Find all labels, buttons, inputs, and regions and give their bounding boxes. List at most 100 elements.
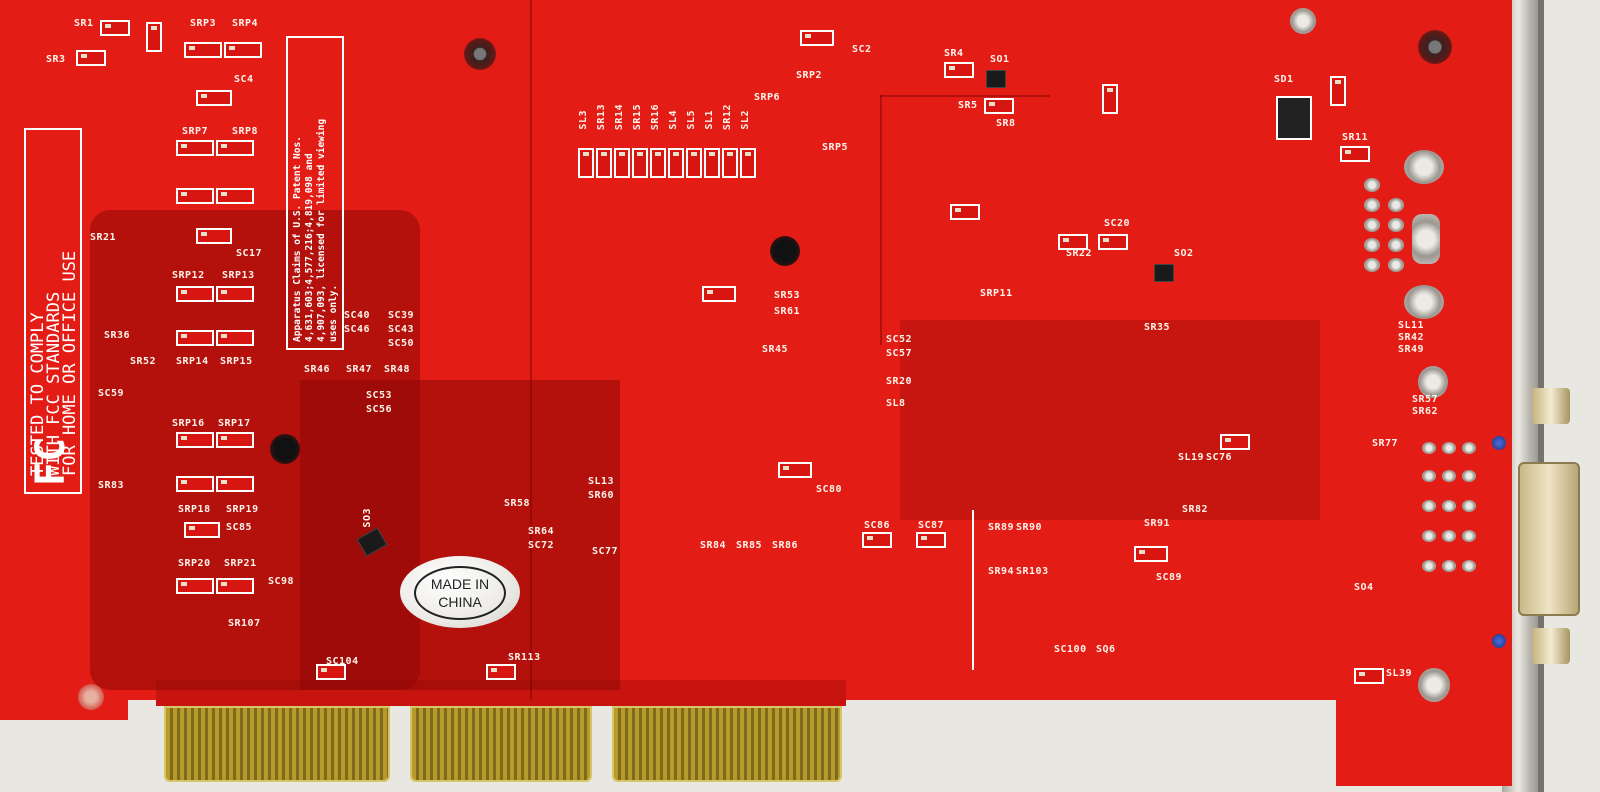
vga-pin xyxy=(1462,500,1476,512)
silk-label: SL39 xyxy=(1386,668,1413,679)
fcc-logo: FC xyxy=(28,437,74,486)
mounting-hole xyxy=(464,38,496,70)
silk-label: SC4 xyxy=(234,74,254,85)
silk-label: SC100 xyxy=(1054,644,1087,655)
silk-label: SRP11 xyxy=(980,288,1013,299)
silk-label: SR4 xyxy=(944,48,964,59)
component-pad-sr14 xyxy=(614,148,630,178)
patent-notice-box: Apparatus Claims of U.S. Patent Nos. 4,6… xyxy=(286,36,344,350)
header-pin xyxy=(1388,218,1404,232)
plated-hole xyxy=(1404,150,1444,184)
silk-label: SR62 xyxy=(1412,406,1439,417)
component-pad xyxy=(176,188,214,204)
silk-label: SR16 xyxy=(650,104,661,131)
silk-label: SR52 xyxy=(130,356,157,367)
silk-label: SRP5 xyxy=(822,142,849,153)
vga-pin xyxy=(1442,530,1456,542)
component-pad-srp15 xyxy=(216,330,254,346)
plated-hole xyxy=(1418,366,1448,398)
silk-label: SRP21 xyxy=(224,558,257,569)
silk-label: SC46 xyxy=(344,324,371,335)
silk-label: SR35 xyxy=(1144,322,1171,333)
header-pin xyxy=(1388,238,1404,252)
component-pad-sc4 xyxy=(196,90,232,106)
component-pad-srp17 xyxy=(216,432,254,448)
component-pad-sl5 xyxy=(686,148,702,178)
silk-label: SRP15 xyxy=(220,356,253,367)
component-pad xyxy=(146,22,162,52)
component-pad-srp2 xyxy=(800,30,834,46)
silk-label: SRP3 xyxy=(190,18,217,29)
silk-label: SC39 xyxy=(388,310,415,321)
header-pin xyxy=(1364,218,1380,232)
vga-pin xyxy=(1462,470,1476,482)
silk-label: SR1 xyxy=(74,18,94,29)
trace-line xyxy=(530,0,532,700)
vga-ground-pad xyxy=(1492,436,1506,450)
silk-label: SC53 xyxy=(366,390,393,401)
component-pad-sc114 xyxy=(316,664,346,680)
silk-label: SR58 xyxy=(504,498,531,509)
silk-label: SRP20 xyxy=(178,558,211,569)
component-pad-sl39 xyxy=(1354,668,1384,684)
silk-label: SO4 xyxy=(1354,582,1374,593)
component-pad-sc85 xyxy=(184,522,220,538)
silk-label: SRP2 xyxy=(796,70,823,81)
silkscreen-divider xyxy=(972,510,974,670)
silk-label: SR12 xyxy=(722,104,733,131)
silk-label: SC43 xyxy=(388,324,415,335)
silk-label: SC98 xyxy=(268,576,295,587)
silk-label: SR47 xyxy=(346,364,373,375)
silk-label: SR83 xyxy=(98,480,125,491)
silk-label: SRP14 xyxy=(176,356,209,367)
silk-label: SR85 xyxy=(736,540,763,551)
silk-label: SQ6 xyxy=(1096,644,1116,655)
silk-label: SO1 xyxy=(990,54,1010,65)
silk-label: SRP12 xyxy=(172,270,205,281)
header-pin xyxy=(1388,198,1404,212)
agp-edge-fingers-3 xyxy=(612,706,842,782)
silk-label: SR45 xyxy=(762,344,789,355)
silk-label: SL2 xyxy=(740,110,751,130)
vga-pin xyxy=(1462,560,1476,572)
silk-label: SC76 xyxy=(1206,452,1233,463)
silk-label: SD1 xyxy=(1274,74,1294,85)
silk-label: SL3 xyxy=(578,110,589,130)
silk-label: SRP8 xyxy=(232,126,259,137)
component-pad-sr16 xyxy=(650,148,666,178)
via-large xyxy=(770,236,800,266)
silk-label: SC87 xyxy=(918,520,945,531)
component-pad-srp4 xyxy=(224,42,262,58)
trace-line xyxy=(880,95,882,345)
vga-connector xyxy=(1518,462,1580,616)
silk-label: SR14 xyxy=(614,104,625,131)
sticker-line-1: MADE IN xyxy=(430,576,490,592)
vga-pin xyxy=(1462,530,1476,542)
silk-label: SO3 xyxy=(362,508,373,528)
silk-label: SR5 xyxy=(958,100,978,111)
silk-label: SC50 xyxy=(388,338,415,349)
trace-region-center xyxy=(300,380,620,690)
silk-label: SRP18 xyxy=(178,504,211,515)
diode-sd1 xyxy=(1276,96,1312,140)
silk-label: SR84 xyxy=(700,540,727,551)
vga-mount-tab-bottom xyxy=(1532,628,1570,664)
component-pad-srp12 xyxy=(176,286,214,302)
silk-label: SR61 xyxy=(774,306,801,317)
silk-label: SR60 xyxy=(588,490,615,501)
component-pad-srp18 xyxy=(176,476,214,492)
silk-label: SR20 xyxy=(886,376,913,387)
silk-label: SL4 xyxy=(668,110,679,130)
component-pad-sr22 xyxy=(1058,234,1088,250)
plated-hole xyxy=(78,684,104,710)
made-in-china-sticker: MADE IN CHINA xyxy=(400,556,520,628)
silk-label: SR46 xyxy=(304,364,331,375)
silk-label: SRP16 xyxy=(172,418,205,429)
silk-label: SR49 xyxy=(1398,344,1425,355)
plated-hole xyxy=(1418,668,1450,702)
vga-pin xyxy=(1442,442,1456,454)
component-pad-sr15 xyxy=(632,148,648,178)
component-pad-sc80 xyxy=(778,462,812,478)
component-pad-sc89 xyxy=(1134,546,1168,562)
component-pad-srp14 xyxy=(176,330,214,346)
